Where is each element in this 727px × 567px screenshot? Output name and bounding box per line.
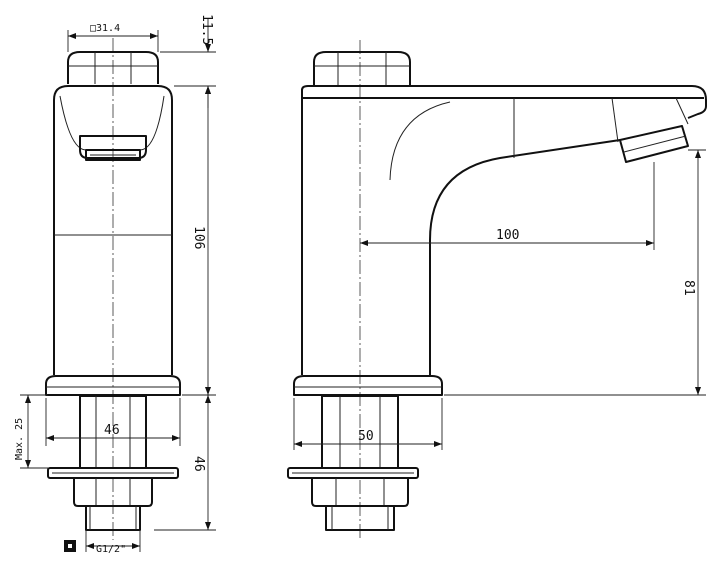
dim-max-25: Max. 25: [14, 394, 48, 469]
dim-shank-height-label: 46: [191, 456, 206, 472]
front-thread: [85, 505, 141, 531]
dim-max-25-label: Max. 25: [14, 418, 25, 460]
dim-side-width: 50: [293, 398, 443, 450]
front-nut: [73, 477, 153, 507]
side-thread: [325, 505, 395, 531]
dim-body-height-label: 106: [191, 226, 206, 249]
side-top-cap: [313, 51, 411, 86]
front-washer: [47, 467, 179, 479]
dim-side-width-label: 50: [358, 429, 374, 444]
dim-front-width: 46: [45, 398, 181, 446]
front-top-cap: [67, 51, 159, 84]
dim-reach: 100: [360, 162, 655, 250]
dim-thread: G1/2": [64, 530, 141, 555]
side-view: [287, 40, 707, 540]
side-base-flange: [293, 375, 443, 396]
dim-shank-height: 46: [154, 395, 216, 531]
dim-cap-height-label: 11.5: [199, 14, 214, 45]
dim-spout-height-label: 81: [681, 280, 696, 296]
dim-thread-label: G1/2": [96, 544, 126, 555]
dim-front-width-label: 46: [104, 423, 120, 438]
front-body: [53, 85, 173, 375]
front-base-flange: [45, 375, 181, 396]
dim-top-square: □31.4: [67, 23, 159, 52]
dim-top-square-label: □31.4: [90, 23, 120, 34]
side-washer: [287, 467, 419, 479]
side-nut: [311, 477, 409, 507]
dim-body-height: 106: [182, 86, 216, 396]
side-body: [301, 85, 707, 375]
front-view: [45, 38, 181, 540]
front-aerator: [85, 149, 141, 161]
dim-reach-label: 100: [496, 228, 519, 243]
dim-spout-height: 81: [444, 149, 706, 396]
